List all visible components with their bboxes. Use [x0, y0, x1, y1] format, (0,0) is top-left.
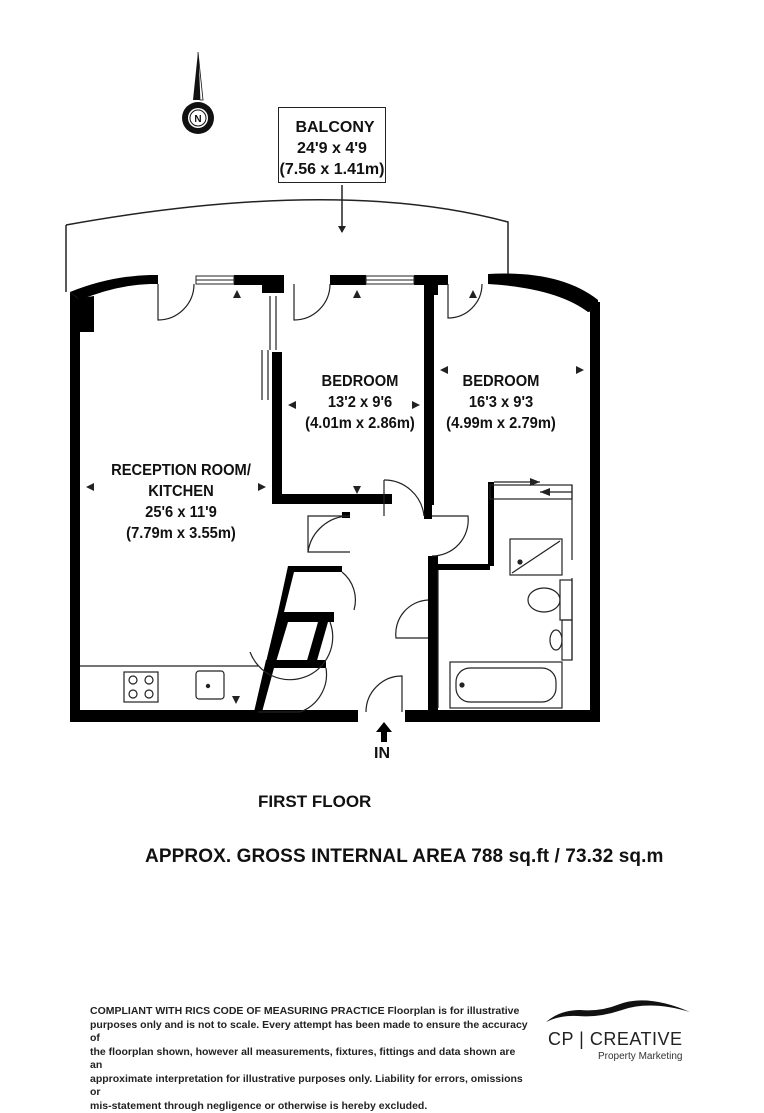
- bedroom-2-dims-imperial: 16'3 x 9'3: [441, 392, 561, 413]
- bedroom-2-name: BEDROOM: [441, 371, 561, 392]
- disclaimer-line: approximate interpretation for illustrat…: [90, 1073, 530, 1100]
- bedroom-2-label: BEDROOM 16'3 x 9'3 (4.99m x 2.79m): [441, 371, 561, 434]
- entrance-arrow-icon: [376, 722, 392, 742]
- bedroom-1-dims-imperial: 13'2 x 9'6: [296, 392, 425, 413]
- balcony-dims-metric: (7.56 x 1.41m): [279, 159, 385, 180]
- north-compass-icon: N: [182, 52, 214, 134]
- brand-name: CP | CREATIVE: [548, 1029, 683, 1050]
- disclaimer-line: purposes only and is not to scale. Every…: [90, 1019, 530, 1046]
- disclaimer-line: the floorplan shown, however all measure…: [90, 1046, 530, 1073]
- windows: [196, 276, 414, 284]
- compass-letter: N: [194, 114, 201, 125]
- interior-walls: [254, 285, 494, 720]
- disclaimer-text: COMPLIANT WITH RICS CODE OF MEASURING PR…: [90, 1005, 530, 1113]
- reception-name-line1: RECEPTION ROOM/: [103, 460, 259, 481]
- brand-logo: CP | CREATIVE Property Marketing: [544, 995, 704, 1065]
- bedroom-1-label: BEDROOM 13'2 x 9'6 (4.01m x 2.86m): [296, 371, 425, 434]
- bedroom-1-dims-metric: (4.01m x 2.86m): [296, 413, 425, 434]
- brand-tagline: Property Marketing: [598, 1051, 682, 1062]
- balcony-label: BALCONY 24'9 x 4'9 (7.56 x 1.41m): [278, 107, 386, 183]
- kitchen-counter: [80, 666, 258, 702]
- balcony-dims-imperial: 24'9 x 4'9: [279, 138, 385, 159]
- wardrobe: [490, 482, 572, 560]
- disclaimer-line: COMPLIANT WITH RICS CODE OF MEASURING PR…: [90, 1005, 530, 1019]
- entrance-label: IN: [374, 745, 390, 763]
- floor-label: FIRST FLOOR: [258, 792, 371, 812]
- gross-area-label: APPROX. GROSS INTERNAL AREA 788 sq.ft / …: [145, 846, 663, 868]
- reception-room-label: RECEPTION ROOM/ KITCHEN 25'6 x 11'9 (7.7…: [103, 460, 259, 544]
- reception-dims-metric: (7.79m x 3.55m): [103, 523, 259, 544]
- bedroom-2-dims-metric: (4.99m x 2.79m): [441, 413, 561, 434]
- disclaimer-line: mis-statement through negligence or othe…: [90, 1100, 530, 1113]
- reception-name-line2: KITCHEN: [103, 481, 259, 502]
- balcony-name: BALCONY: [279, 117, 385, 138]
- reception-dims-imperial: 25'6 x 11'9: [103, 502, 259, 523]
- bedroom-1-name: BEDROOM: [296, 371, 425, 392]
